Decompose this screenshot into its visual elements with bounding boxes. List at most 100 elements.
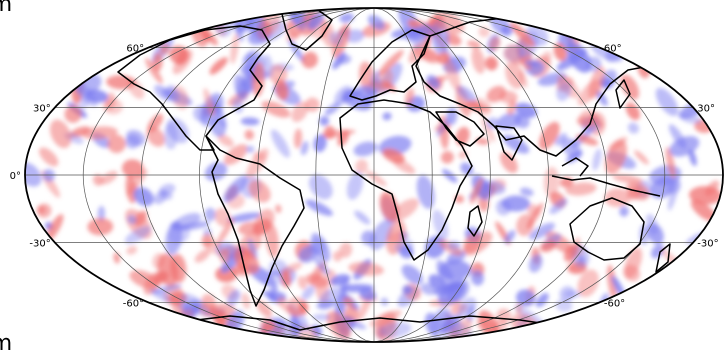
anomaly-blob xyxy=(620,74,640,100)
latitude-label-left: -30° xyxy=(29,238,50,249)
anomaly-blob xyxy=(152,52,163,72)
anomaly-blob xyxy=(355,159,368,174)
anomaly-blob xyxy=(154,84,173,101)
anomaly-blob xyxy=(535,293,549,308)
anomaly-blob xyxy=(291,101,309,123)
anomaly-blob xyxy=(166,118,189,144)
anomaly-blob xyxy=(690,199,717,222)
anomaly-blob xyxy=(627,122,639,134)
anomaly-blob xyxy=(366,81,394,90)
anomaly-blob xyxy=(326,311,351,340)
anomaly-blob xyxy=(566,150,583,163)
meridian-line xyxy=(373,8,608,342)
anomaly-blob xyxy=(665,147,676,179)
anomaly-blob xyxy=(49,119,72,149)
anomaly-blob xyxy=(127,78,145,99)
anomaly-blob xyxy=(577,269,599,297)
anomaly-blob xyxy=(152,253,165,269)
anomaly-blob xyxy=(276,297,287,307)
anomaly-blob xyxy=(588,66,606,99)
anomaly-blob xyxy=(233,248,260,274)
meridian-line xyxy=(257,8,375,342)
meridian-line xyxy=(373,8,666,342)
anomaly-blob xyxy=(308,174,333,200)
latitude-labels: 60°60°30°30°0°0°-30°-30°-60°-60° xyxy=(10,44,719,310)
anomaly-blob xyxy=(39,147,59,167)
anomaly-blob xyxy=(332,52,346,70)
anomaly-blob xyxy=(271,129,290,158)
anomaly-blob xyxy=(540,240,556,252)
anomaly-blob xyxy=(519,187,534,197)
anomaly-blob xyxy=(447,240,461,251)
anomaly-blob xyxy=(666,179,682,194)
latitude-label-left: 30° xyxy=(33,104,51,115)
anomaly-blob xyxy=(247,238,258,260)
anomaly-blob xyxy=(361,230,376,246)
anomaly-blob xyxy=(651,244,664,259)
anomaly-blob xyxy=(463,232,481,254)
anomaly-blob xyxy=(269,269,281,277)
anomaly-blob xyxy=(232,97,244,114)
anomaly-blob xyxy=(496,112,522,130)
anomaly-blob xyxy=(340,85,370,102)
anomaly-blob xyxy=(382,112,392,121)
coast-antarctica xyxy=(179,315,561,331)
anomaly-blob xyxy=(227,212,261,223)
anomaly-blob xyxy=(367,14,385,30)
anomaly-blob xyxy=(489,36,501,51)
coast-indonesia xyxy=(551,157,661,197)
anomaly-blob xyxy=(404,88,415,106)
anomaly-blob xyxy=(230,33,239,64)
anomaly-blob xyxy=(442,169,458,183)
anomaly-blob xyxy=(291,11,307,31)
anomaly-blob xyxy=(337,130,350,147)
coast-india xyxy=(495,125,523,161)
anomaly-blob xyxy=(126,169,148,196)
anomaly-blob xyxy=(475,137,490,145)
coast-japan xyxy=(615,79,631,109)
anomaly-blob xyxy=(595,90,608,107)
anomaly-blob xyxy=(87,218,114,236)
anomaly-blob xyxy=(97,205,106,222)
anomaly-blob xyxy=(171,213,202,231)
anomaly-blob xyxy=(634,150,649,165)
anomaly-blob xyxy=(263,54,274,78)
anomaly-blob xyxy=(515,302,523,315)
coast-madagascar xyxy=(467,205,483,237)
anomaly-blob xyxy=(402,284,413,295)
anomaly-blob xyxy=(346,171,364,200)
coast-africa xyxy=(339,99,473,261)
anomaly-blob xyxy=(246,145,255,153)
anomaly-blob xyxy=(499,90,518,104)
anomaly-blob xyxy=(432,209,449,240)
anomaly-blob xyxy=(300,141,309,156)
anomaly-blob xyxy=(265,223,279,258)
coast-south-america xyxy=(205,135,305,307)
anomaly-blob xyxy=(160,190,173,200)
meridian-line xyxy=(199,8,375,342)
anomaly-blob xyxy=(436,116,451,137)
anomaly-blob xyxy=(329,31,343,46)
anomaly-blob xyxy=(625,102,640,121)
anomaly-blob xyxy=(281,304,301,317)
anomaly-blob xyxy=(469,177,484,205)
anomaly-blob xyxy=(129,270,159,289)
anomaly-blob xyxy=(223,144,248,166)
anomaly-blob xyxy=(426,74,440,89)
anomaly-blob xyxy=(510,22,535,48)
meridian-line xyxy=(82,8,375,342)
anomaly-blob xyxy=(45,214,64,242)
meridian-line xyxy=(373,8,433,342)
anomaly-blob xyxy=(433,282,462,295)
map-frame xyxy=(24,7,724,343)
anomaly-blob xyxy=(554,133,568,146)
anomaly-blob xyxy=(549,198,568,215)
anomaly-blob xyxy=(503,44,521,62)
anomaly-blob xyxy=(436,52,450,65)
anomaly-blob xyxy=(344,29,365,43)
graticule xyxy=(25,8,723,342)
anomaly-blob xyxy=(592,148,602,171)
anomaly-blob xyxy=(332,251,343,262)
anomaly-blob xyxy=(341,317,367,330)
anomaly-blob xyxy=(467,40,481,49)
